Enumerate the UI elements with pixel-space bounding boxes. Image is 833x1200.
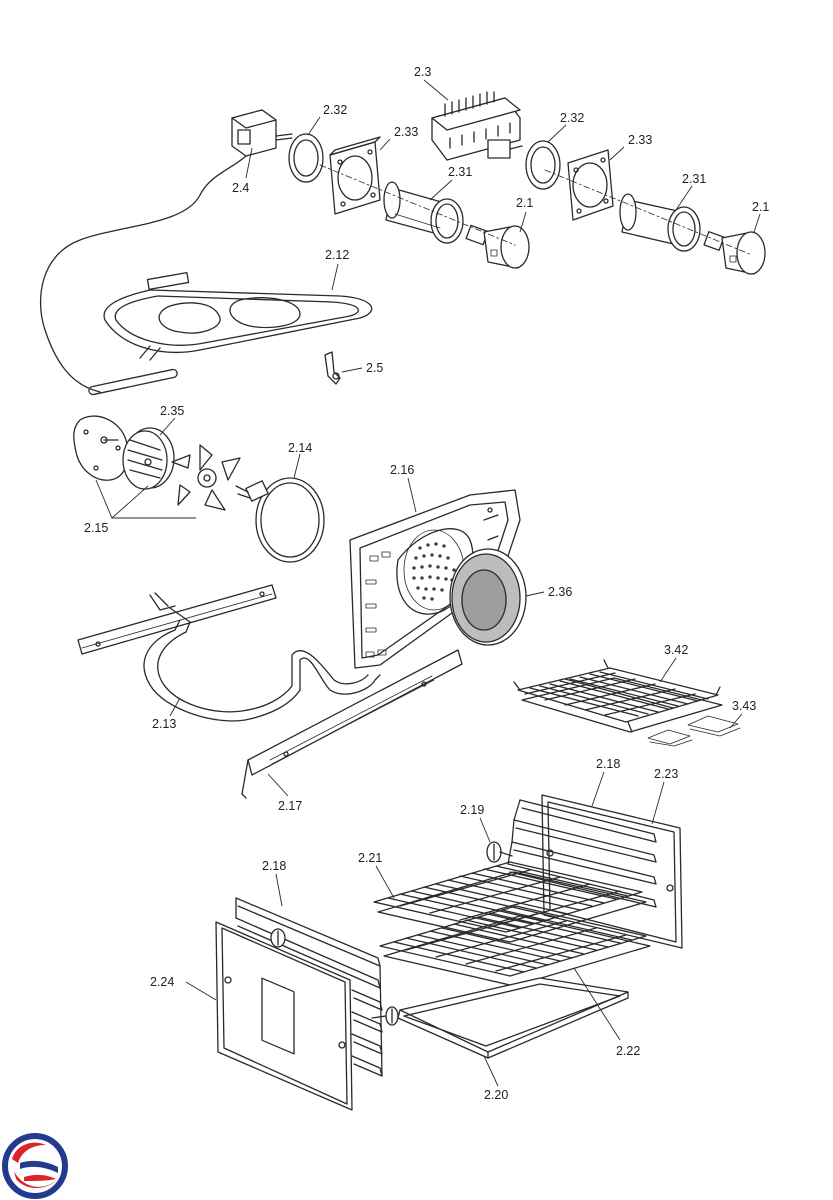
callout-2-22: 2.22 — [616, 1044, 640, 1058]
callout-2-33-right: 2.33 — [628, 133, 652, 147]
lower-shelf-2-22 — [379, 905, 651, 987]
sleeve-2-31-right — [619, 193, 701, 252]
callout-2-20: 2.20 — [484, 1088, 508, 1102]
screw-2-19 — [486, 841, 513, 863]
callout-3-42: 3.42 — [664, 643, 688, 657]
bracket-2-33-right — [567, 149, 614, 221]
knob-2-1-right — [703, 231, 766, 275]
upper-shelf-2-21 — [373, 861, 647, 943]
callout-2-35: 2.35 — [160, 404, 184, 418]
callout-2-3: 2.3 — [414, 65, 431, 79]
axis-line-top — [319, 164, 753, 256]
gasket-2-36 — [449, 548, 527, 646]
fan-blade — [171, 444, 241, 511]
callout-2-33-left: 2.33 — [394, 125, 418, 139]
callout-2-4: 2.4 — [232, 181, 249, 195]
callout-2-21: 2.21 — [358, 851, 382, 865]
callout-2-36: 2.36 — [548, 585, 572, 599]
callout-2-1-left: 2.1 — [516, 196, 533, 210]
left-side-panel-2-24 — [215, 921, 353, 1111]
wire-rack-3-42 — [513, 659, 723, 733]
leader-lines — [95, 79, 761, 1087]
callout-2-24: 2.24 — [150, 975, 174, 989]
callout-2-14: 2.14 — [288, 441, 312, 455]
callout-2-19: 2.19 — [460, 803, 484, 817]
clip-2-5 — [324, 351, 341, 385]
bracket-2-33-left — [329, 136, 381, 215]
right-shelf-support-2-18 — [507, 799, 657, 908]
callout-2-5: 2.5 — [366, 361, 383, 375]
callout-2-23: 2.23 — [654, 767, 678, 781]
side-clips-3-43 — [647, 715, 741, 747]
circular-element-2-14 — [235, 477, 325, 563]
callout-2-13: 2.13 — [152, 717, 176, 731]
disc-2-35 — [122, 427, 175, 490]
callout-2-12: 2.12 — [325, 248, 349, 262]
callout-2-31-right: 2.31 — [682, 172, 706, 186]
callout-2-15: 2.15 — [84, 521, 108, 535]
ring-2-32-right — [525, 140, 561, 190]
callout-2-18-right: 2.18 — [596, 757, 620, 771]
callout-2-1-right: 2.1 — [752, 200, 769, 214]
callout-2-31-left: 2.31 — [448, 165, 472, 179]
callout-3-43: 3.43 — [732, 699, 756, 713]
thermostat-2-4 — [39, 109, 293, 396]
callout-2-32-left: 2.32 — [323, 103, 347, 117]
callout-2-17: 2.17 — [278, 799, 302, 813]
rail-2-17 — [241, 649, 463, 799]
callout-2-32-right: 2.32 — [560, 111, 584, 125]
brand-logo — [2, 1133, 68, 1199]
fan-motor-plate-2-15 — [73, 415, 129, 481]
selector-switch-2-3 — [431, 91, 523, 161]
screw-left-upper — [270, 928, 286, 948]
grill-element-2-12 — [103, 271, 373, 361]
knob-2-1-left — [465, 224, 530, 269]
sleeve-2-31-left — [383, 181, 464, 244]
ring-2-32-left — [288, 133, 324, 183]
left-shelf-support-2-18 — [235, 897, 383, 1077]
tray-2-20 — [397, 977, 629, 1059]
callout-2-16: 2.16 — [390, 463, 414, 477]
screw-left-lower — [371, 1006, 399, 1026]
callout-labels: 2.3 2.32 2.33 2.4 2.31 2.1 2.32 2.33 2.3… — [84, 65, 769, 1102]
callout-2-18-left: 2.18 — [262, 859, 286, 873]
lower-element-2-13 — [77, 584, 381, 722]
